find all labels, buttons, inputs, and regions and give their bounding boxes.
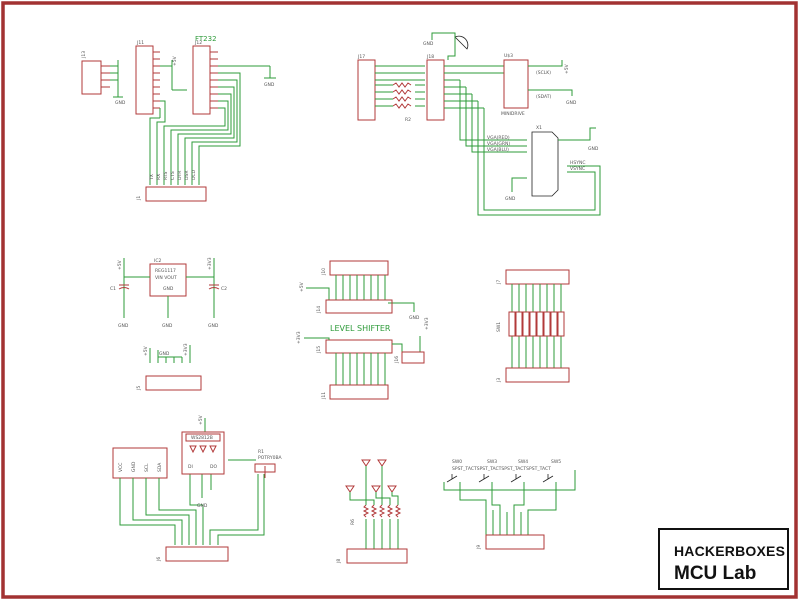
r1-label: R1 [258,449,264,455]
sw5-label: SW5 [551,459,561,465]
j16-label: J16 [394,356,400,364]
sda-label: SDA [157,462,163,472]
ft-pin-labels: TX RX RTS CTS DTR DSR DCD [149,169,197,181]
j6-label: J6 [156,557,162,562]
j14-label: J14 [316,306,322,314]
gnd-label-10: GND [159,351,170,357]
p3v3-label-4: +3V3 [424,317,430,330]
reg1117-label: REG1117 [155,268,176,274]
io-block: VCC GND SCL SDA +5V WS2812B DI DO GND R1… [112,414,283,562]
vgag-label: VGA(GRN) [487,141,510,147]
led-block: R6 J8 [336,459,408,564]
vcc-label: VCC [118,463,124,472]
j10-label: J10 [321,268,327,276]
svg-text:DSR: DSR [184,171,190,180]
j5-label: J5 [136,386,142,391]
sw1-label: SW1 [496,322,502,332]
gnd-label-4: GND [566,100,577,106]
j11-label: J11 [136,40,144,46]
gnd-label-3: GND [423,41,434,47]
j1-label: J1 [136,196,142,201]
j17-label: J17 [357,54,365,60]
gnd-i2c-label: GND [131,461,137,472]
gnd-label-1: GND [115,100,126,106]
vgar-label: VGA(RED) [487,135,510,141]
r6-label: R6 [350,519,356,525]
sw-type-label: SPST_TACTSPST_TACTSPST_TACTSPST_TACT [452,466,551,472]
vinvout-label: VIN VOUT [155,275,177,281]
p5v-label-3: +5V [117,259,123,270]
svg-text:RX: RX [156,174,162,180]
j18-label: J18 [426,54,434,60]
gnd-label-12: GND [197,503,208,509]
regulator-block: IC2 REG1117 VIN VOUT GND C1 C2 +5V +3V3 … [110,257,227,391]
u3-label: U$3 [504,53,513,59]
ft232-label: FT232 [195,35,217,43]
r2-label: R2 [405,117,411,123]
minidrive-label: MINIDRIVE [501,111,525,117]
title-line1: HACKERBOXES [674,543,786,559]
c1-label: C1 [110,286,116,292]
j9-label: J9 [476,545,482,550]
j15-label: J15 [316,346,322,354]
pot-label: POTRY0BA [258,455,283,461]
p5v-label-4: +5V [143,345,149,356]
title-block: HACKERBOXES MCU Lab [658,528,789,590]
di-label: DI [188,464,193,470]
vgab-label: VGA(BLU) [487,147,509,153]
gnd-label-2: GND [264,82,275,88]
vsync-label: VSYNC [570,166,585,172]
j11b-label: J11 [321,392,327,400]
x1-label: X1 [536,125,542,131]
j3-label: J3 [496,378,502,383]
j12-label: J12 [194,40,202,46]
gnd-ic-label: GND [163,286,174,292]
p5v-label-2: +5V [564,63,570,74]
p3v3-label-3: +3V3 [296,331,302,344]
svg-text:CTS: CTS [170,171,176,180]
svg-text:DTR: DTR [177,171,183,180]
gnd-label-7: GND [118,323,129,329]
svg-text:TX: TX [149,174,155,181]
p5v-label-5: +5V [299,281,305,292]
j8-label: J8 [336,559,342,564]
sdat-label: (SDAT) [536,94,551,100]
p3v3-label-1: +3V3 [207,257,213,270]
p5v-label-1: +5V [172,55,178,66]
do-label: DO [210,464,217,470]
gnd-label-11: GND [409,315,420,321]
gnd-label-9: GND [208,323,219,329]
j13-label: J13 [81,51,87,59]
switch-block: SW0 SW3 SW4 SW5 SPST_TACTSPST_TACTSPST_T… [443,459,576,550]
sw4-label: SW4 [518,459,528,465]
hsync-label: HSYNC [570,160,586,166]
gnd-label-8: GND [162,323,173,329]
p3v3-label-2: +3V3 [183,343,189,356]
scl-label: SCL [144,463,150,472]
level-shifter-block: J10 +5V GND J14 LEVEL SHIFTER J15 +3V3 +… [296,260,430,400]
j7-label: J7 [496,280,502,285]
sclk-label: (SCLK) [536,70,551,76]
ws2812b-label: WS2812B [191,435,213,441]
dip-switch-block: J7 SW1 J3 [496,269,570,383]
svg-text:DCD: DCD [191,169,197,180]
c2-label: C2 [221,286,227,292]
ic2-label: IC2 [154,258,161,264]
gnd-label-6: GND [505,196,516,202]
ft232-block: FT232 J13 GND J11 +5V J12 GND [81,35,276,202]
level-shifter-label: LEVEL SHIFTER [330,324,391,333]
svg-text:RTS: RTS [163,171,169,180]
vga-block: J17 R2 J18 GND [357,32,601,216]
title-line2: MCU Lab [674,563,757,584]
sw3-label: SW3 [487,459,497,465]
sw0-label: SW0 [452,459,462,465]
p5v-label-6: +5V [198,414,204,425]
gnd-label-5: GND [588,146,599,152]
